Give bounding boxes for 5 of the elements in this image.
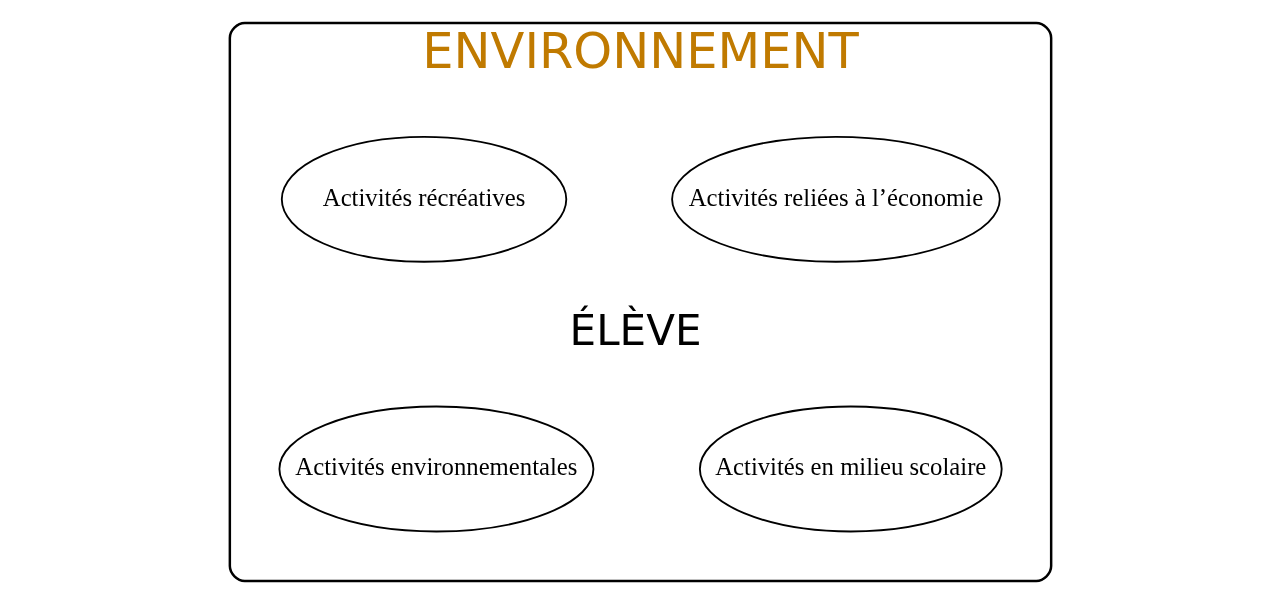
node-ellipse: Activités en milieu scolaire: [698, 405, 1003, 533]
label: ÉLÈVE: [569, 305, 702, 355]
node-ellipse: Activités récréatives: [280, 135, 568, 263]
node-ellipse: Activités environnementales: [278, 405, 595, 533]
node-ellipse: Activités reliées à l’économie: [671, 135, 1001, 263]
